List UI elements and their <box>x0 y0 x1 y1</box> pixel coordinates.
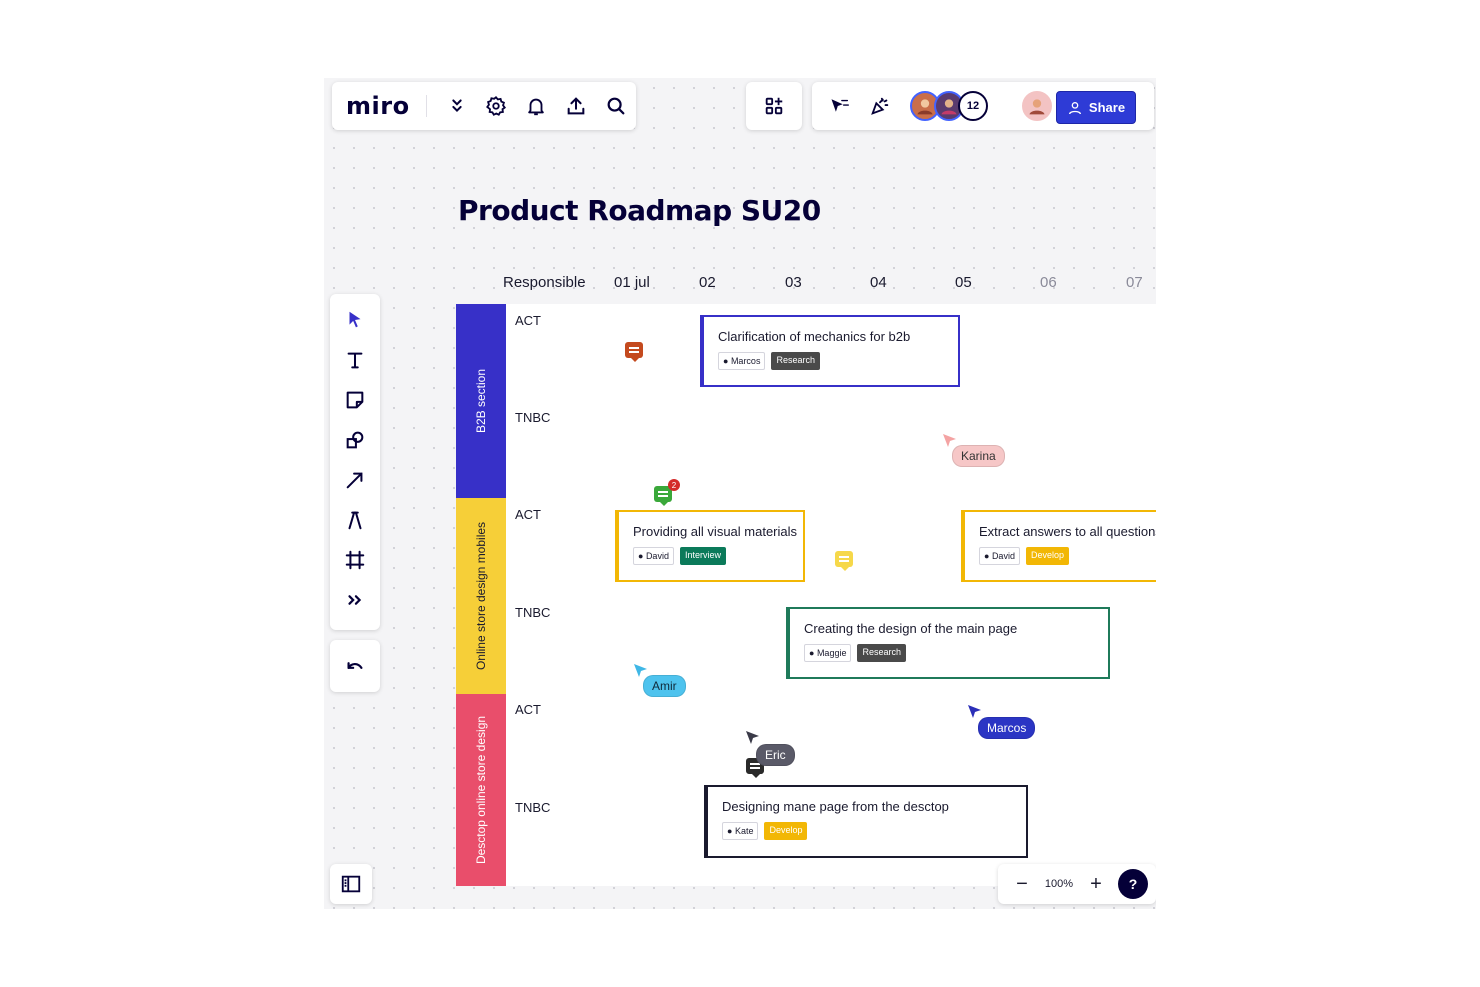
undo-button[interactable] <box>330 640 380 692</box>
comment-icon[interactable]: 2 <box>654 479 680 506</box>
collaboration-bar: 12 Share <box>812 82 1154 130</box>
lane-mobile[interactable]: Online store design mobiles <box>456 498 506 694</box>
more-tools-icon[interactable] <box>335 580 375 620</box>
search-icon[interactable] <box>596 86 636 126</box>
tools-toolbar <box>330 294 380 630</box>
comment-icon[interactable] <box>835 551 853 571</box>
collaborator-cursor-icon <box>633 663 649 684</box>
lane-b2b[interactable]: B2B section <box>456 304 506 498</box>
main-menu-bar: miro <box>332 82 636 130</box>
user-icon <box>1068 101 1081 114</box>
participant-count-badge[interactable]: 12 <box>958 91 988 121</box>
bell-icon[interactable] <box>516 86 556 126</box>
zoom-out-button[interactable]: − <box>1016 872 1028 895</box>
assignee-chip[interactable]: ● Maggie <box>804 644 852 662</box>
whiteboard-canvas[interactable]: miro <box>324 78 1156 909</box>
lane-label: B2B section <box>474 368 489 434</box>
assignee-chip[interactable]: ● Kate <box>722 822 759 840</box>
cursor-label: Amir <box>643 675 686 697</box>
zoom-in-button[interactable]: + <box>1090 872 1102 895</box>
column-header: 04 <box>870 274 887 291</box>
assignee-chip[interactable]: ● Marcos <box>718 352 766 370</box>
sticky-note-icon[interactable] <box>335 380 375 420</box>
share-button[interactable]: Share <box>1056 91 1136 124</box>
help-button[interactable]: ? <box>1118 869 1148 899</box>
participants-group[interactable]: 12 <box>910 91 988 121</box>
celebrate-icon[interactable] <box>860 86 900 126</box>
column-header-responsible: Responsible <box>503 274 586 291</box>
cursor-label: Karina <box>952 445 1005 467</box>
assignee-chip[interactable]: ● David <box>979 547 1020 565</box>
cursor-label: Marcos <box>978 717 1036 739</box>
arrow-line-icon[interactable] <box>335 460 375 500</box>
roadmap-card[interactable]: Designing mane page from the desctop ● K… <box>704 785 1028 858</box>
column-header: 06 <box>1040 274 1057 291</box>
divider <box>425 95 427 117</box>
comment-icon[interactable] <box>625 342 643 362</box>
miro-logo[interactable]: miro <box>346 92 410 120</box>
roadmap-card[interactable]: Creating the design of the main page ● M… <box>786 607 1110 679</box>
card-text: Creating the design of the main page <box>804 621 1018 636</box>
card-text: Designing mane page from the desctop <box>722 799 949 814</box>
card-text: Providing all visual materials <box>633 524 798 539</box>
unread-badge: 2 <box>668 479 680 491</box>
roadmap-card[interactable]: Extract answers to all questions ● David… <box>961 510 1156 582</box>
apps-button[interactable] <box>746 82 802 130</box>
upload-icon[interactable] <box>556 86 596 126</box>
column-header: 01 jul <box>614 274 650 291</box>
tag-develop[interactable]: Develop <box>1025 547 1069 565</box>
cursor-label: Eric <box>756 744 795 766</box>
tag-research[interactable]: Research <box>771 352 820 370</box>
frames-panel-icon[interactable] <box>331 864 371 904</box>
chevron-double-down-icon[interactable] <box>437 86 477 126</box>
collaborator-cursor-icon <box>942 433 958 454</box>
share-label: Share <box>1088 100 1126 115</box>
assignee-chip[interactable]: ● David <box>633 547 674 565</box>
frame-icon[interactable] <box>335 540 375 580</box>
frames-panel-button[interactable] <box>330 864 372 904</box>
roadmap-card[interactable]: Clarification of mechanics for b2b ● Mar… <box>700 315 960 387</box>
row-label: TNBC <box>515 605 551 620</box>
pointer-arrows-icon[interactable] <box>820 86 860 126</box>
collaborator-cursor-icon <box>745 730 761 751</box>
column-header: 07 <box>1126 274 1143 291</box>
board-title[interactable]: Product Roadmap SU20 <box>458 194 821 227</box>
roadmap-card[interactable]: Providing all visual materials ● David I… <box>615 510 805 582</box>
tag-develop[interactable]: Develop <box>764 822 808 840</box>
lane-label: Desctop online store design <box>474 715 488 865</box>
row-label: TNBC <box>515 800 551 815</box>
collaborator-cursor-icon <box>967 704 983 725</box>
row-label: ACT <box>515 507 541 522</box>
select-arrow-icon[interactable] <box>335 300 375 340</box>
column-header: 02 <box>699 274 716 291</box>
row-label: ACT <box>515 702 541 717</box>
card-text: Clarification of mechanics for b2b <box>718 329 911 344</box>
column-header: 05 <box>955 274 972 291</box>
gear-icon[interactable] <box>476 86 516 126</box>
row-label: TNBC <box>515 410 551 425</box>
row-label: ACT <box>515 313 541 328</box>
tag-research[interactable]: Research <box>857 644 906 662</box>
column-header: 03 <box>785 274 802 291</box>
lane-label: Online store design mobiles <box>474 521 489 671</box>
lane-desktop[interactable]: Desctop online store design <box>456 694 506 886</box>
tag-interview[interactable]: Interview <box>679 547 726 565</box>
text-icon[interactable] <box>335 340 375 380</box>
pen-icon[interactable] <box>335 500 375 540</box>
card-text: Extract answers to all questions <box>979 524 1156 539</box>
undo-icon[interactable] <box>335 646 375 686</box>
current-user-avatar[interactable] <box>1022 91 1052 121</box>
zoom-controls: − 100% + ? <box>998 864 1156 904</box>
shapes-icon[interactable] <box>335 420 375 460</box>
zoom-level[interactable]: 100% <box>1044 878 1074 890</box>
apps-icon[interactable] <box>754 86 794 126</box>
